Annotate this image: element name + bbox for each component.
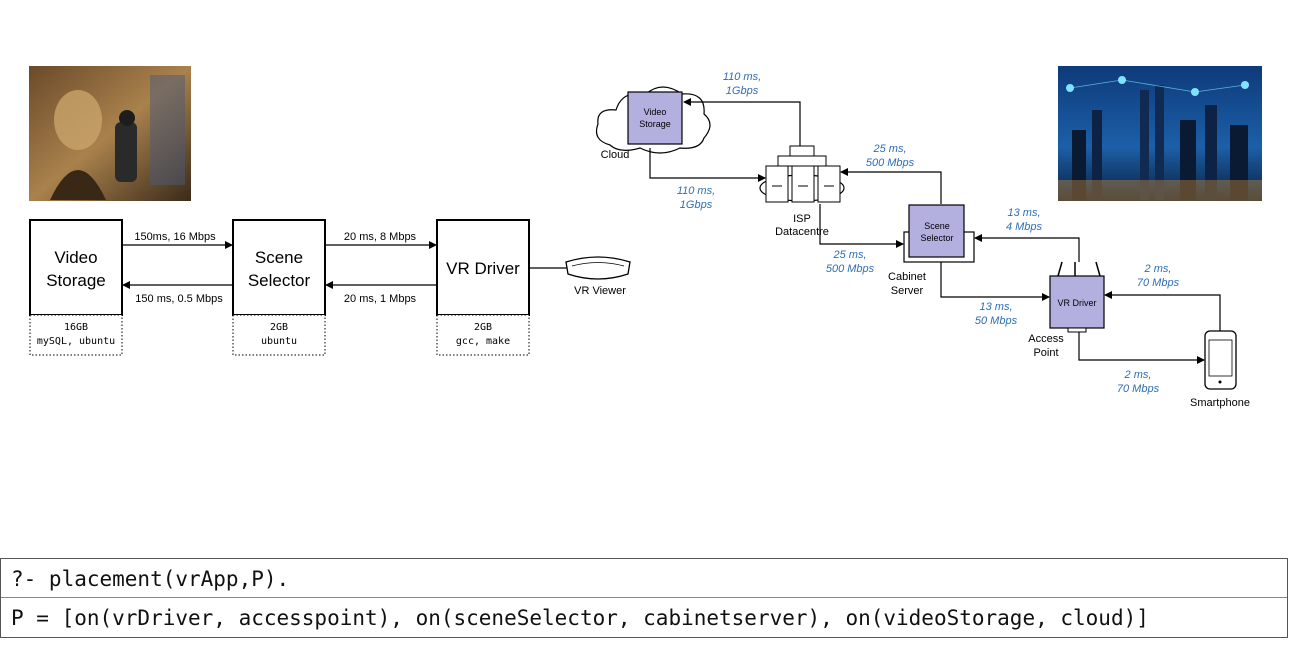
cloud-box-label-2: Storage [639,119,671,129]
isp-label-2: Datacentre [775,226,829,238]
isp-label-1: ISP [793,213,811,225]
isp-datacentre-node: ISP Datacentre [759,145,845,238]
cabinet-box-label-1: Scene [924,221,950,231]
lbl-isp-cloud-1: 110 ms, [723,71,761,83]
lbl-phone-ap-2: 70 Mbps [1137,277,1180,289]
video-storage-spec-1: 16GB [64,322,88,333]
ap-label-2: Point [1033,347,1058,359]
vr-driver-spec-2: gcc, make [456,336,510,347]
mona-lisa-vr-photo [29,66,191,201]
link-ss-to-vr: 20 ms, 8 Mbps [344,231,417,243]
scene-selector-title-2: Selector [248,271,311,290]
lbl-isp-cab-2: 500 Mbps [826,263,875,275]
ap-box-label: VR Driver [1057,298,1096,308]
lbl-cab-ap-2: 50 Mbps [975,315,1018,327]
prolog-console: ?- placement(vrApp,P). P = [on(vrDriver,… [0,558,1288,638]
lbl-isp-cloud-2: 1Gbps [726,85,759,97]
link-vr-to-ss: 20 ms, 1 Mbps [344,293,417,305]
vr-viewer-label: VR Viewer [574,285,626,297]
lbl-ap-phone-1: 2 ms, [1124,369,1152,381]
link-vs-to-ss: 150ms, 16 Mbps [134,231,216,243]
right-links [649,98,1221,364]
lbl-phone-ap-1: 2 ms, [1144,263,1172,275]
video-storage-spec-2: mySQL, ubuntu [37,336,115,347]
vr-driver-title: VR Driver [446,259,520,278]
cabinet-box-label-2: Selector [920,233,953,243]
video-storage-node: Video Storage 16GB mySQL, ubuntu [29,219,123,356]
scene-selector-title-1: Scene [255,248,303,267]
console-divider [1,597,1287,598]
vr-viewer-icon: VR Viewer [565,256,631,297]
lbl-cloud-isp-2: 1Gbps [680,199,713,211]
lbl-cloud-isp-1: 110 ms, [677,185,715,197]
scene-selector-spec-2: ubuntu [261,336,297,347]
smartphone-icon: Smartphone [1190,330,1250,409]
scene-selector-node: Scene Selector 2GB ubuntu [232,219,326,356]
lbl-ap-phone-2: 70 Mbps [1117,383,1160,395]
lbl-ap-cab-1: 13 ms, [1007,207,1040,219]
cloud-label: Cloud [601,149,630,161]
prolog-query: ?- placement(vrApp,P). [11,567,290,591]
cabinet-label-2: Server [891,285,924,297]
vr-driver-spec-1: 2GB [474,322,492,333]
link-ss-to-vs: 150 ms, 0.5 Mbps [135,293,223,305]
lbl-isp-cab-1: 25 ms, [832,249,866,261]
prolog-result: P = [on(vrDriver, accesspoint), on(scene… [11,606,1149,630]
smart-city-photo [1058,66,1262,201]
lbl-cab-ap-1: 13 ms, [979,301,1012,313]
vr-driver-node: VR Driver 2GB gcc, make [436,219,530,356]
ap-label-1: Access [1028,333,1064,345]
access-point-node: VR Driver Access Point [1028,261,1105,359]
cloud-node: Video Storage Cloud [595,86,711,161]
lbl-cab-isp-2: 500 Mbps [866,157,915,169]
cabinet-label-1: Cabinet [888,271,926,283]
right-link-labels: 110 ms, 1Gbps 110 ms, 1Gbps 25 ms, 500 M… [677,71,1180,395]
cloud-box-label-1: Video [644,107,667,117]
lbl-cab-isp-1: 25 ms, [872,143,906,155]
video-storage-title-2: Storage [46,271,106,290]
left-links: 150ms, 16 Mbps 150 ms, 0.5 Mbps 20 ms, 8… [122,231,567,305]
scene-selector-spec-1: 2GB [270,322,288,333]
cabinet-server-node: Scene Selector Cabinet Server [888,204,975,297]
video-storage-title-1: Video [54,248,97,267]
lbl-ap-cab-2: 4 Mbps [1006,221,1043,233]
smartphone-label: Smartphone [1190,397,1250,409]
